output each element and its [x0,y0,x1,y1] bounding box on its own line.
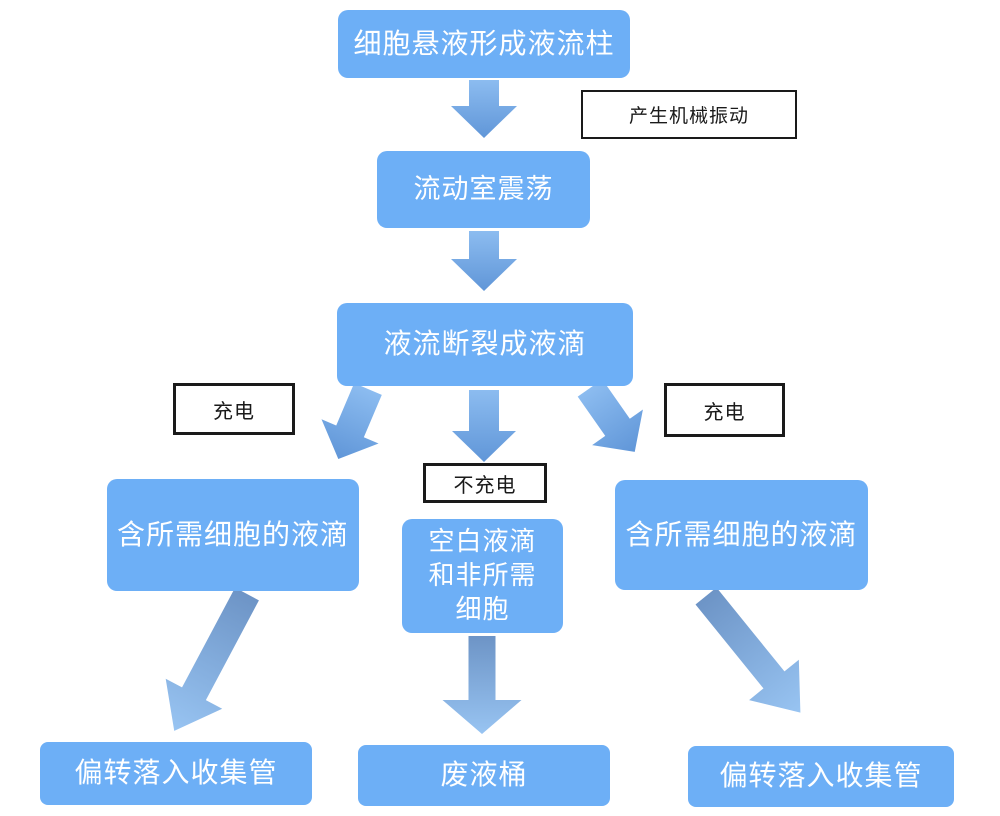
node-collect-right-label: 偏转落入收集管 [719,760,923,792]
node-target-droplet-right-label: 含所需细胞的液滴 [625,518,858,550]
node-blank-droplet: 空白液滴 和非所需 细胞 [402,519,563,633]
node-droplet-break: 液流断裂成液滴 [337,303,633,386]
node-collect-left: 偏转落入收集管 [40,742,312,805]
annotation-no-charge: 不充电 [423,463,547,503]
arrow-break-to-blank [452,390,516,462]
annotation-charge-left: 充电 [173,383,295,435]
annotation-charge-right: 充电 [664,383,785,437]
arrow-chamber-to-break [451,231,517,291]
node-flow-chamber: 流动室震荡 [377,151,590,228]
node-flow-chamber-label: 流动室震荡 [413,173,554,204]
arrow-target-right-to-collect [695,587,801,713]
arrow-target-left-to-collect [165,587,259,731]
arrow-break-to-target-left [321,383,382,459]
annotation-no-charge-label: 不充电 [453,474,517,497]
node-cell-suspension-label: 细胞悬液形成液流柱 [353,27,615,59]
annotation-mechanical-vibration-label: 产生机械振动 [628,106,749,127]
node-target-droplet-left: 含所需细胞的液滴 [107,479,359,591]
node-blank-droplet-label: 空白液滴 和非所需 细胞 [428,526,537,624]
node-target-droplet-left-label: 含所需细胞的液滴 [116,518,349,550]
node-waste-bucket: 废液桶 [358,745,610,806]
node-collect-right: 偏转落入收集管 [688,746,954,807]
node-target-droplet-right: 含所需细胞的液滴 [615,480,868,590]
arrow-blank-to-waste [442,636,522,734]
node-collect-left-label: 偏转落入收集管 [74,757,278,789]
annotation-charge-right-label: 充电 [703,401,746,424]
node-waste-bucket-label: 废液桶 [440,759,528,791]
arrow-top-to-chamber [451,80,517,138]
node-cell-suspension: 细胞悬液形成液流柱 [338,10,630,78]
node-droplet-break-label: 液流断裂成液滴 [383,328,587,360]
annotation-charge-left-label: 充电 [213,400,255,423]
annotation-mechanical-vibration: 产生机械振动 [581,90,797,139]
